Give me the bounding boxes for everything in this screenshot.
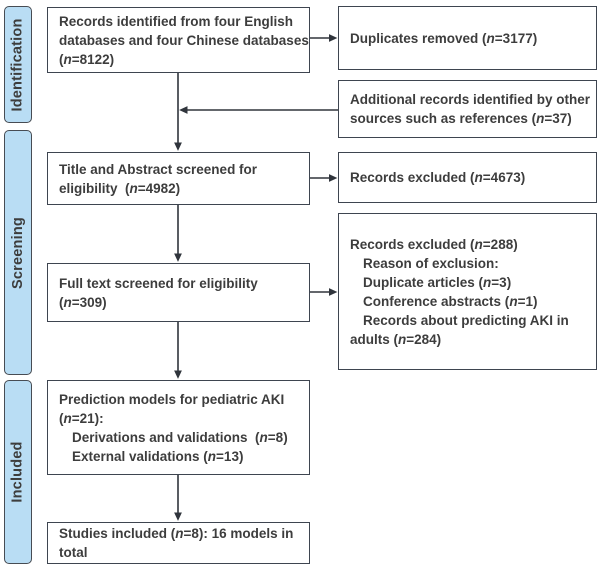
stage-label-included: Included <box>4 380 32 564</box>
box-additional-records: Additional records identified by other so… <box>338 80 597 138</box>
text-line: Duplicate articles (n=3) <box>363 274 512 290</box>
text-line: (n=8122) <box>59 51 115 67</box>
text-line: External validations (n=13) <box>72 448 244 464</box>
text-line: (n=309) <box>59 294 107 310</box>
text-line: Records about predicting AKI in <box>363 312 569 328</box>
box-prediction-models: Prediction models for pediatric AKI (n=21… <box>47 380 310 475</box>
text-line: total <box>59 545 88 560</box>
text-line: Conference abstracts (n=1) <box>363 293 538 309</box>
text-line: Records identified from four English <box>59 13 294 29</box>
text-line: Derivations and validations (n=8) <box>72 429 288 445</box>
box-studies-included: Studies included (n=8): 16 models in tota… <box>47 522 310 564</box>
box-duplicates-removed: Duplicates removed (n=3177) <box>338 6 597 70</box>
stage-label-screening: Screening <box>4 130 32 375</box>
text-line: databases and four Chinese databases <box>59 32 309 48</box>
stage-label-text: Included <box>10 441 26 503</box>
text-line: Records excluded (n=288) <box>350 236 518 252</box>
text-line: Studies included (n=8): 16 models in <box>59 526 294 541</box>
text-line: Title and Abstract screened for <box>59 161 258 177</box>
box-records-identified: Records identified from four English data… <box>47 7 310 73</box>
stage-label-text: Identification <box>10 17 26 112</box>
text-line: (n=21): <box>59 410 104 426</box>
text-line: eligibility (n=4982) <box>59 180 181 196</box>
text-line: Reason of exclusion: <box>363 255 499 271</box>
box-records-excluded-screening: Records excluded (n=4673) <box>338 152 597 203</box>
text-line: sources such as references (n=37) <box>350 111 572 126</box>
box-records-excluded-fulltext: Records excluded (n=288) Reason of exclus… <box>338 213 597 370</box>
stage-label-identification: Identification <box>4 6 32 123</box>
text-line: Duplicates removed (n=3177) <box>350 30 538 46</box>
box-title-abstract-screened: Title and Abstract screened for eligibili… <box>47 152 310 205</box>
text-line: Full text screened for eligibility <box>59 275 258 291</box>
text-line: adults (n=284) <box>350 331 442 347</box>
text-line: Prediction models for pediatric AKI <box>59 391 285 407</box>
stage-label-text: Screening <box>10 216 27 289</box>
text-line: Additional records identified by other <box>350 92 591 107</box>
box-full-text-screened: Full text screened for eligibility (n=309… <box>47 263 310 322</box>
text-line: Records excluded (n=4673) <box>350 170 526 185</box>
